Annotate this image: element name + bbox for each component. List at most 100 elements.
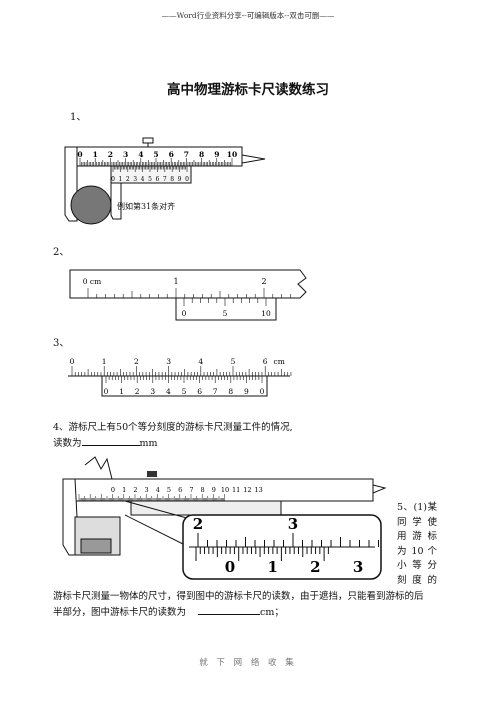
q5-main-label: 4 bbox=[156, 486, 160, 494]
q1-vernier-label: 8 bbox=[170, 176, 174, 183]
q3-vernier-label: 3 bbox=[150, 387, 155, 396]
q4-question: 4、游标尺上有50个等分刻度的游标卡尺测量工件的情况, 读数为 mm bbox=[53, 420, 293, 451]
q3-vernier-label: 6 bbox=[197, 387, 202, 396]
q5-zoom-main-label: 2 bbox=[193, 515, 203, 533]
q1-vernier-label: 2 bbox=[126, 176, 130, 183]
q5-answer-blank[interactable] bbox=[198, 604, 261, 615]
q1-vernier-label: 6 bbox=[155, 176, 159, 183]
q3-vernier-label: 8 bbox=[228, 387, 233, 396]
q1-main-label: 3 bbox=[123, 150, 128, 159]
q2-vernier-label: 10 bbox=[261, 309, 271, 318]
q5-main-label: 1 bbox=[122, 486, 126, 494]
q3-unit: cm bbox=[274, 357, 285, 366]
q3-label: 3、 bbox=[53, 338, 70, 349]
q5-zoom-vernier-label: 0 bbox=[225, 558, 235, 576]
q1-main-label: 4 bbox=[138, 150, 143, 159]
q5-main-label: 3 bbox=[145, 486, 149, 494]
q1-note: 例如第31条对齐 bbox=[117, 202, 176, 211]
q4-answer-blank[interactable] bbox=[81, 435, 140, 446]
q5-zoom-ticks: 2 3 0 1 2 3 bbox=[193, 515, 379, 576]
q5-main-label: 5 bbox=[167, 486, 171, 494]
page-footer: 就 下 网 络 收 集 bbox=[199, 658, 297, 668]
q1-vernier-label: 9 bbox=[178, 176, 182, 183]
page-title: 高中物理游标卡尺读数练习 bbox=[167, 82, 329, 98]
q4-suffix: mm bbox=[139, 438, 158, 449]
q3-vernier-label: 0 bbox=[260, 387, 265, 396]
q1-label: 1、 bbox=[70, 112, 87, 123]
q5-main-label: 8 bbox=[201, 486, 205, 494]
q5-main-label: 10 bbox=[221, 486, 229, 494]
q3-vernier-label: 5 bbox=[182, 387, 187, 396]
q2-vernier-label: 5 bbox=[223, 309, 228, 318]
q1-main-label: 2 bbox=[108, 150, 113, 159]
q1-main-label: 6 bbox=[169, 150, 174, 159]
q3-vernier-label: 4 bbox=[166, 387, 171, 396]
q3-main-label: 3 bbox=[166, 357, 171, 366]
q5-side-line: 为 10 个 bbox=[397, 545, 437, 557]
q3-vernier-ticks: 0 1 2 3 4 5 6 7 8 9 0 bbox=[104, 376, 265, 396]
q1-main-label: 0 bbox=[77, 150, 82, 159]
q5-main-label: 9 bbox=[212, 486, 216, 494]
q5-zoom-vernier-label: 3 bbox=[353, 558, 363, 576]
q2-vernier-ticks: 0 5 10 bbox=[182, 298, 271, 318]
q5-side-text: 5、(1)某 同 学 使 用 游 标 为 10 个 小 等 分 刻 度 的 bbox=[397, 501, 437, 589]
q1-vernier-label: 0 bbox=[185, 176, 189, 183]
q2-caliper-figure: 0 cm 1 2 0 5 10 bbox=[69, 269, 307, 321]
q5-main-label: 2 bbox=[133, 486, 137, 494]
q3-vernier-label: 2 bbox=[135, 387, 140, 396]
q5-zoom-main-label: 3 bbox=[288, 515, 298, 533]
q5-side-line: 5、(1)某 bbox=[397, 502, 437, 513]
q1-vernier-label: 1 bbox=[118, 176, 122, 183]
page-header: ——Word行业资料分享--可编辑版本--双击可删—— bbox=[161, 11, 335, 20]
q4-line1: 4、游标尺上有50个等分刻度的游标卡尺测量工件的情况, bbox=[53, 422, 293, 433]
q3-main-label: 0 bbox=[70, 357, 75, 366]
q1-vernier-label: 0 bbox=[111, 176, 115, 183]
q5-question: 游标卡尺测量一物体的尺寸，得到图中的游标卡尺的读数，由于遮挡，只能看到游标的后 … bbox=[53, 589, 443, 620]
q5-main-label: 7 bbox=[189, 486, 193, 494]
q5-side-line: 刻 度 的 bbox=[397, 574, 437, 586]
q3-main-label: 5 bbox=[231, 357, 236, 366]
q2-label: 2、 bbox=[53, 247, 70, 258]
q5-zoom-vernier-label: 2 bbox=[310, 558, 320, 576]
q3-vernier-label: 9 bbox=[244, 387, 249, 396]
q2-main-label: 1 bbox=[173, 277, 178, 286]
q5-line1: 游标卡尺测量一物体的尺寸，得到图中的游标卡尺的读数，由于遮挡，只能看到游标的后 bbox=[53, 591, 424, 602]
q5-main-label: 13 bbox=[254, 486, 262, 494]
q2-main-label: 2 bbox=[261, 277, 266, 286]
q2-main-unit: 0 cm bbox=[83, 277, 101, 286]
q3-main-label: 6 bbox=[263, 357, 268, 366]
q5-prefix: 半部分，图中游标卡尺的读数为 bbox=[53, 607, 187, 618]
q4-prefix: 读数为 bbox=[53, 438, 82, 449]
q3-vernier-label: 1 bbox=[119, 387, 124, 396]
q2-main-ticks: 0 cm 1 2 bbox=[83, 277, 291, 298]
q2-vernier-label: 0 bbox=[182, 309, 187, 318]
q5-main-label: 0 bbox=[111, 486, 115, 494]
q3-vernier-label: 7 bbox=[213, 387, 218, 396]
q5-side-line: 同 学 使 bbox=[397, 516, 437, 528]
q1-main-label: 9 bbox=[214, 150, 219, 159]
q3-main-ticks: 0 1 2 3 4 5 6 cm bbox=[70, 357, 292, 376]
q3-main-label: 2 bbox=[134, 357, 139, 366]
q5-side-line: 用 游 标 bbox=[397, 531, 437, 543]
q4-line2: 读数为 mm bbox=[53, 435, 293, 451]
q3-vernier-label: 0 bbox=[104, 387, 109, 396]
q3-caliper-figure: 0 1 2 3 4 5 6 cm 0 1 2 3 4 5 6 7 8 9 0 bbox=[68, 357, 292, 397]
q5-suffix: cm； bbox=[260, 607, 284, 618]
q1-main-label: 8 bbox=[199, 150, 204, 159]
q3-main-label: 1 bbox=[102, 357, 107, 366]
q1-main-label: 1 bbox=[93, 150, 98, 159]
q1-vernier-label: 7 bbox=[163, 176, 167, 183]
q3-main-label: 4 bbox=[198, 357, 203, 366]
q5-main-label: 11 bbox=[232, 486, 240, 494]
q1-vernier-label: 3 bbox=[133, 176, 137, 183]
q5-line2: 半部分，图中游标卡尺的读数为 cm； bbox=[53, 604, 443, 620]
q1-vernier-label: 4 bbox=[141, 176, 145, 183]
q5-side-line: 小 等 分 bbox=[397, 560, 437, 572]
q5-zoom-vernier-label: 1 bbox=[267, 558, 277, 576]
q1-main-label: 7 bbox=[184, 150, 189, 159]
